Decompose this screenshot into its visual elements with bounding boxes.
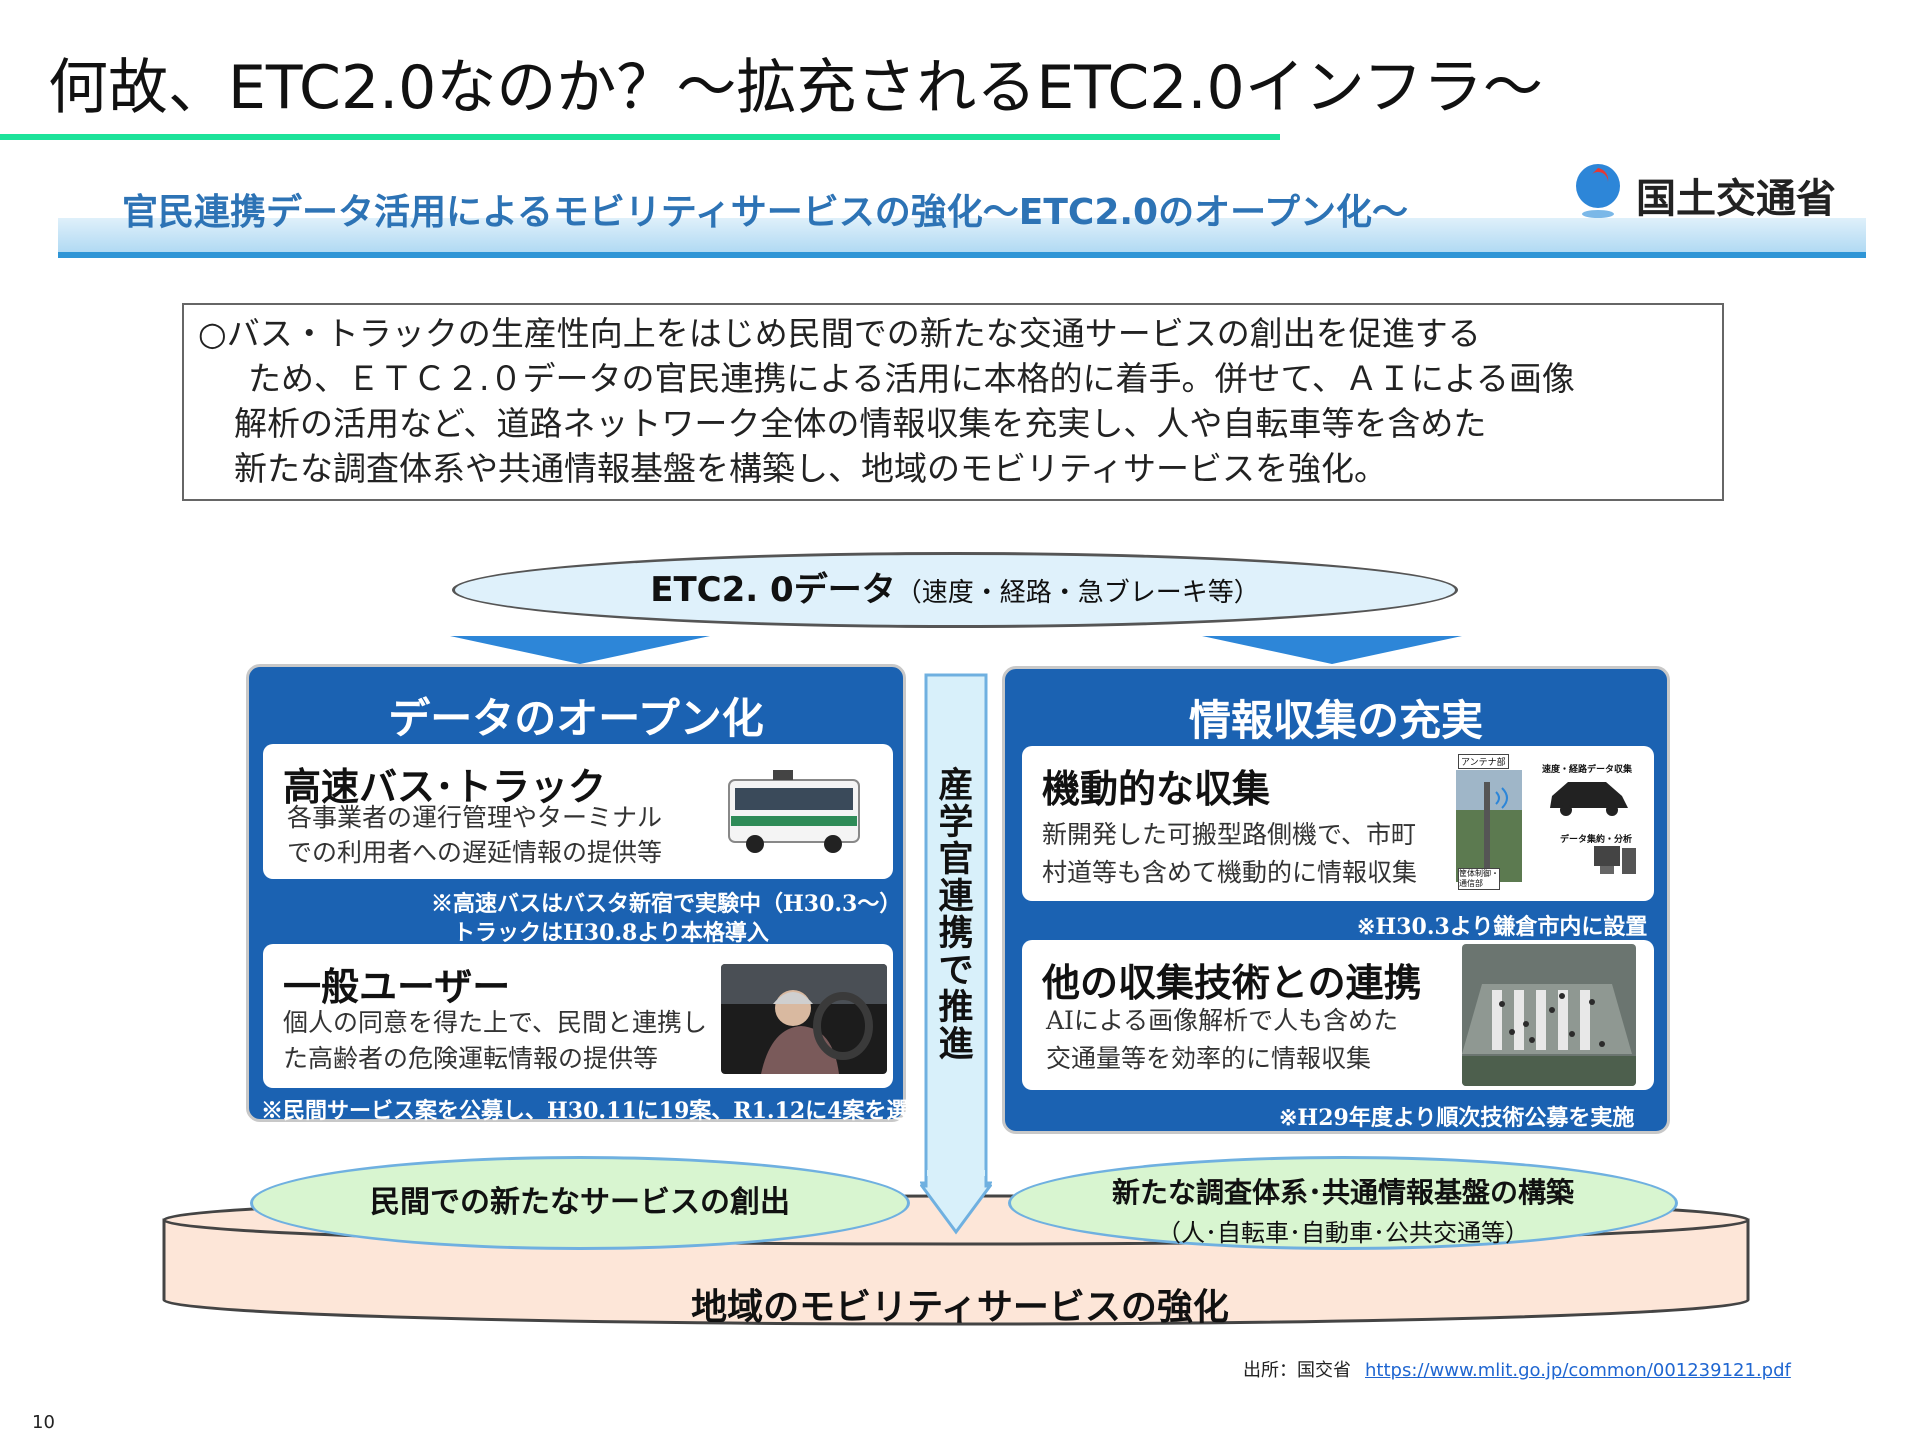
source-citation: 出所：国交省 https://www.mlit.go.jp/common/0012… [1243, 1356, 1791, 1382]
left-panel-title: データのオープン化 [388, 694, 764, 743]
source-link[interactable]: https://www.mlit.go.jp/common/001239121.… [1365, 1360, 1791, 1381]
center-label-char: 産 [938, 766, 974, 806]
left-down-arrow-icon [450, 636, 710, 664]
center-label-char: 携 [938, 914, 974, 954]
left-panel: データのオープン化 高速バス･トラック 各事業者の運行管理やターミナル での利用… [246, 664, 930, 1124]
left-outcome-ellipse: 民間での新たなサービスの創出 [250, 1156, 910, 1250]
etc-data-label: ETC2. 0データ [650, 570, 896, 610]
banner-bar [58, 252, 1866, 258]
center-label: 産学官連携で推進 [932, 768, 980, 1064]
right-outcome-detail: （人･自転車･自動車･公共交通等） [1157, 1219, 1529, 1247]
card-text-line: 新開発した可搬型路側機で、市町 [1042, 820, 1417, 849]
summary-line: 新たな調査体系や共通情報基盤を構築し、地域のモビリティサービスを強化。 [234, 449, 1388, 488]
diagram-label: データ集約・分析 [1560, 835, 1633, 845]
card-text-line: 交通量等を効率的に情報収集 [1046, 1044, 1372, 1073]
card-text-line: た高齢者の危険運転情報の提供等 [283, 1044, 659, 1073]
center-label-char: 官 [938, 840, 974, 880]
diagram-label: 筐体制御・通信部 [1458, 868, 1500, 890]
right-panel: 情報収集の充実 機動的な収集 新開発した可搬型路側機で、市町 村道等も含めて機動… [1002, 666, 1670, 1134]
card-text-line: 村道等も含めて機動的に情報収集 [1042, 858, 1418, 887]
card-mobile-collection: 機動的な収集 新開発した可搬型路側機で、市町 村道等も含めて機動的に情報収集 ア… [1022, 746, 1654, 901]
center-label-char: で [938, 951, 974, 991]
card-note: ※H29年度より順次技術公募を実施 [1279, 1105, 1635, 1131]
right-down-arrow-icon [1202, 636, 1462, 664]
center-label-char: 学 [938, 803, 974, 843]
card-note: ※民間サービス案を公募し、H30.11に19案、R1.12に4案を選定 [261, 1098, 931, 1124]
diagram-label: アンテナ部 [1458, 754, 1509, 769]
mlit-logo-icon [1576, 164, 1620, 218]
banner-title: 官民連携データ活用によるモビリティサービスの強化～ETC2.0のオープン化～ [122, 192, 1408, 233]
left-outcome-label: 民間での新たなサービスの創出 [370, 1185, 790, 1220]
right-panel-title: 情報収集の充実 [1188, 696, 1483, 745]
title-underline [0, 134, 1280, 140]
card-title: 高速バス･トラック [283, 765, 607, 809]
base-label: 地域のモビリティサービスの強化 [691, 1287, 1229, 1328]
card-text-line: AIによる画像解析で人も含めた [1046, 1006, 1399, 1035]
card-title: 一般ユーザー [283, 965, 511, 1009]
etc-data-detail: （速度・経路・急ブレーキ等） [895, 578, 1260, 608]
source-label: 出所：国交省 [1243, 1360, 1351, 1381]
center-arrow-tip-icon [920, 1170, 992, 1235]
center-label-char: 連 [938, 877, 974, 917]
crosswalk-photo-icon [1462, 944, 1636, 1086]
card-other-technology: 他の収集技術との連携 AIによる画像解析で人も含めた 交通量等を効率的に情報収集 [1022, 940, 1654, 1090]
diagram-label: 速度・経路データ収集 [1542, 765, 1633, 775]
right-outcome-label: 新たな調査体系･共通情報基盤の構築 [1111, 1176, 1574, 1209]
elderly-driver-photo-icon [721, 964, 887, 1074]
banner-strip [58, 218, 1866, 258]
card-title: 他の収集技術との連携 [1042, 961, 1422, 1005]
page-number: 10 [32, 1412, 55, 1433]
right-outcome-ellipse: 新たな調査体系･共通情報基盤の構築 （人･自転車･自動車･公共交通等） [1008, 1156, 1678, 1250]
center-label-char: 進 [938, 1025, 974, 1065]
card-note: トラックはH30.8より本格導入 [453, 920, 769, 946]
card-title: 機動的な収集 [1042, 767, 1271, 811]
roadside-unit-illustration-icon [1456, 770, 1636, 882]
slide-title: 何故、ETC2.0なのか？～拡充されるETC2.0インフラ～ [48, 53, 1543, 123]
card-text-line: 各事業者の運行管理やターミナル [287, 803, 663, 832]
summary-line: 解析の活用など、道路ネットワーク全体の情報収集を充実し、人や自転車等を含めた [234, 404, 1487, 443]
summary-line: ため、ＥＴＣ２.０データの官民連携による活用に本格的に着手。併せて、ＡＩによる画… [248, 359, 1575, 398]
summary-line: ○バス・トラックの生産性向上をはじめ民間での新たな交通サービスの創出を促進する [198, 314, 1481, 353]
card-highway-bus-truck: 高速バス･トラック 各事業者の運行管理やターミナル での利用者への遅延情報の提供… [263, 744, 893, 879]
center-label-char: 推 [938, 988, 974, 1028]
card-note: ※H30.3より鎌倉市内に設置 [1357, 914, 1648, 940]
card-text-line: での利用者への遅延情報の提供等 [287, 838, 663, 867]
roadside-unit-diagram: アンテナ部 速度・経路データ収集 データ集約・分析 筐体制御・通信部 [1456, 752, 1648, 894]
card-general-user: 一般ユーザー 個人の同意を得た上で、民間と連携し た高齢者の危険運転情報の提供等 [263, 944, 893, 1088]
card-text-line: 個人の同意を得た上で、民間と連携し [283, 1008, 708, 1037]
summary-box: ○バス・トラックの生産性向上をはじめ民間での新たな交通サービスの創出を促進する … [182, 303, 1724, 501]
etc-data-ellipse: ETC2. 0データ（速度・経路・急ブレーキ等） [452, 552, 1458, 628]
card-note: ※高速バスはバスタ新宿で実験中（H30.3～） [431, 891, 902, 917]
ministry-name: 国土交通省 [1636, 176, 1836, 222]
bus-photo-icon [721, 762, 871, 862]
